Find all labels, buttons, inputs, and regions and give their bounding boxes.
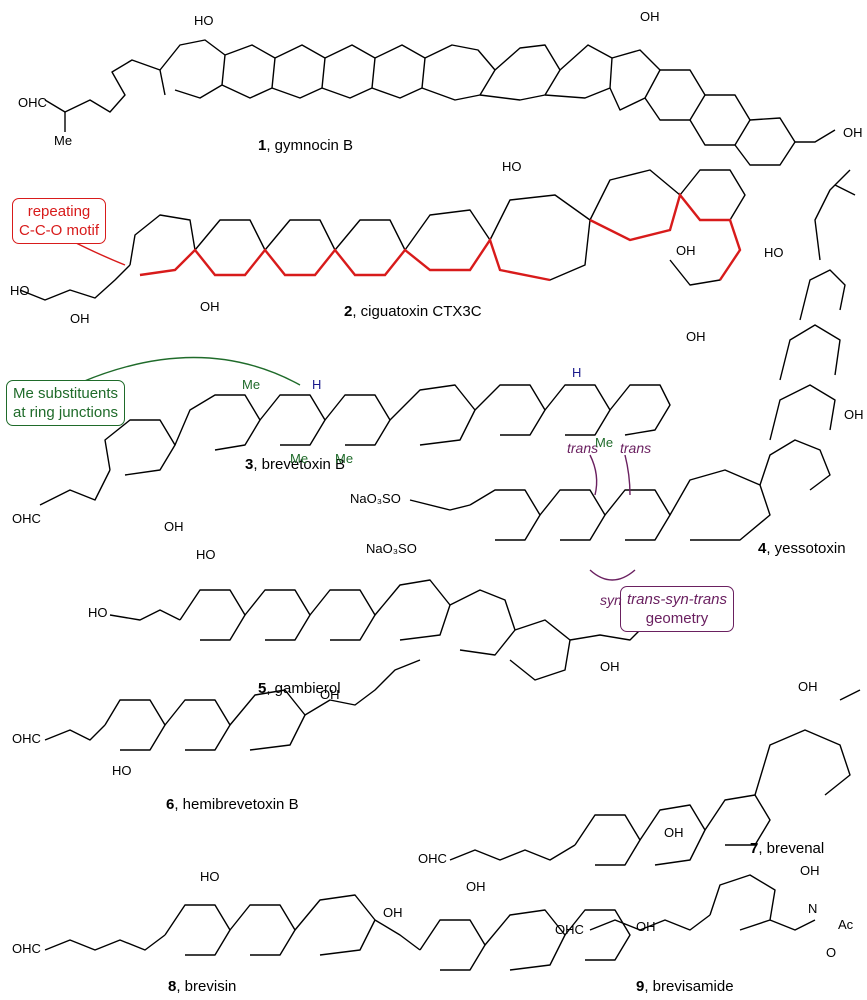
atom-ohc-1: OHC xyxy=(18,95,47,110)
atom-ho-8: HO xyxy=(200,869,220,884)
structure-gymnocin-b xyxy=(44,39,836,166)
atom-me-3c: Me xyxy=(335,451,354,466)
label-compound-3: 3, brevetoxin B xyxy=(245,456,346,473)
atom-oh-2e: OH xyxy=(686,329,706,344)
label-compound-4: 4, yessotoxin xyxy=(758,540,846,557)
atom-h-3a: H xyxy=(312,377,322,392)
atom-oh-2d: OH xyxy=(676,243,696,258)
atom-n-9: N xyxy=(808,901,818,916)
atom-oh-2b: OH xyxy=(200,299,220,314)
atom-oh-3: OH xyxy=(164,519,184,534)
structure-hemibrevetoxin-b xyxy=(44,659,421,751)
atom-oh-7: OH xyxy=(664,825,684,840)
atom-oh-7b: OH xyxy=(798,679,818,694)
atom-ho-2c: HO xyxy=(502,159,522,174)
atom-naso-4b: NaO₃SO xyxy=(366,541,417,556)
note-syn: syn xyxy=(600,592,622,608)
atom-ho-2: HO xyxy=(10,283,30,298)
red-cco-motif-highlight xyxy=(139,192,742,282)
label-compound-9: 9, brevisamide xyxy=(636,978,734,995)
atom-me-3a: Me xyxy=(242,377,261,392)
atom-o-9: O xyxy=(826,945,837,960)
label-compound-2: 2, ciguatoxin CTX3C xyxy=(344,303,482,320)
note-trans-1: trans xyxy=(567,440,599,456)
atom-ohc-6: OHC xyxy=(12,731,41,746)
label-compound-5: 5, gambierol xyxy=(258,680,341,697)
atom-oh-8: OH xyxy=(383,905,403,920)
atom-oh-4: OH xyxy=(844,407,864,422)
atom-ho-6: HO xyxy=(112,763,132,778)
atom-oh-6: OH xyxy=(320,687,340,702)
atom-ho-5: HO xyxy=(88,605,108,620)
label-compound-6: 6, hemibrevetoxin B xyxy=(166,796,299,813)
atom-ho-4: HO xyxy=(764,245,784,260)
callout-arrows xyxy=(69,239,636,581)
atom-ac-9: Ac xyxy=(838,917,854,932)
structure-ciguatoxin xyxy=(19,169,746,301)
atom-ohc-3: OHC xyxy=(12,511,41,526)
atom-ohc-7: OHC xyxy=(418,851,447,866)
structure-brevenal xyxy=(449,689,861,866)
atom-me-3b: Me xyxy=(290,451,309,466)
atom-oh-2: OH xyxy=(70,311,90,326)
structure-brevisamide xyxy=(589,874,816,931)
label-compound-7: 7, brevenal xyxy=(750,840,825,857)
atom-ohc-8: OHC xyxy=(12,941,41,956)
note-trans-2: trans xyxy=(620,440,652,456)
label-compound-8: 8, brevisin xyxy=(168,978,237,995)
atom-naso-4a: NaO₃SO xyxy=(350,491,401,506)
atom-oh-1b: OH xyxy=(843,125,863,140)
atom-oh-9: OH xyxy=(800,863,820,878)
atom-h-3b: H xyxy=(572,365,582,380)
atom-oh-5: OH xyxy=(600,659,620,674)
structure-brevetoxin-b xyxy=(39,384,671,506)
atom-me-3d: Me xyxy=(595,435,614,450)
atom-oh-1: OH xyxy=(640,9,660,24)
structure-yessotoxin xyxy=(409,169,856,541)
atom-ohc-9: OHC xyxy=(555,922,584,937)
atom-ho-5b: HO xyxy=(196,547,216,562)
structure-brevisin xyxy=(44,894,631,971)
label-compound-1: 1, gymnocin B xyxy=(258,137,354,154)
atom-me-1: Me xyxy=(54,133,73,148)
atom-oh-8c: OH xyxy=(636,919,656,934)
atom-oh-8b: OH xyxy=(466,879,486,894)
atom-ho-1: HO xyxy=(194,13,214,28)
